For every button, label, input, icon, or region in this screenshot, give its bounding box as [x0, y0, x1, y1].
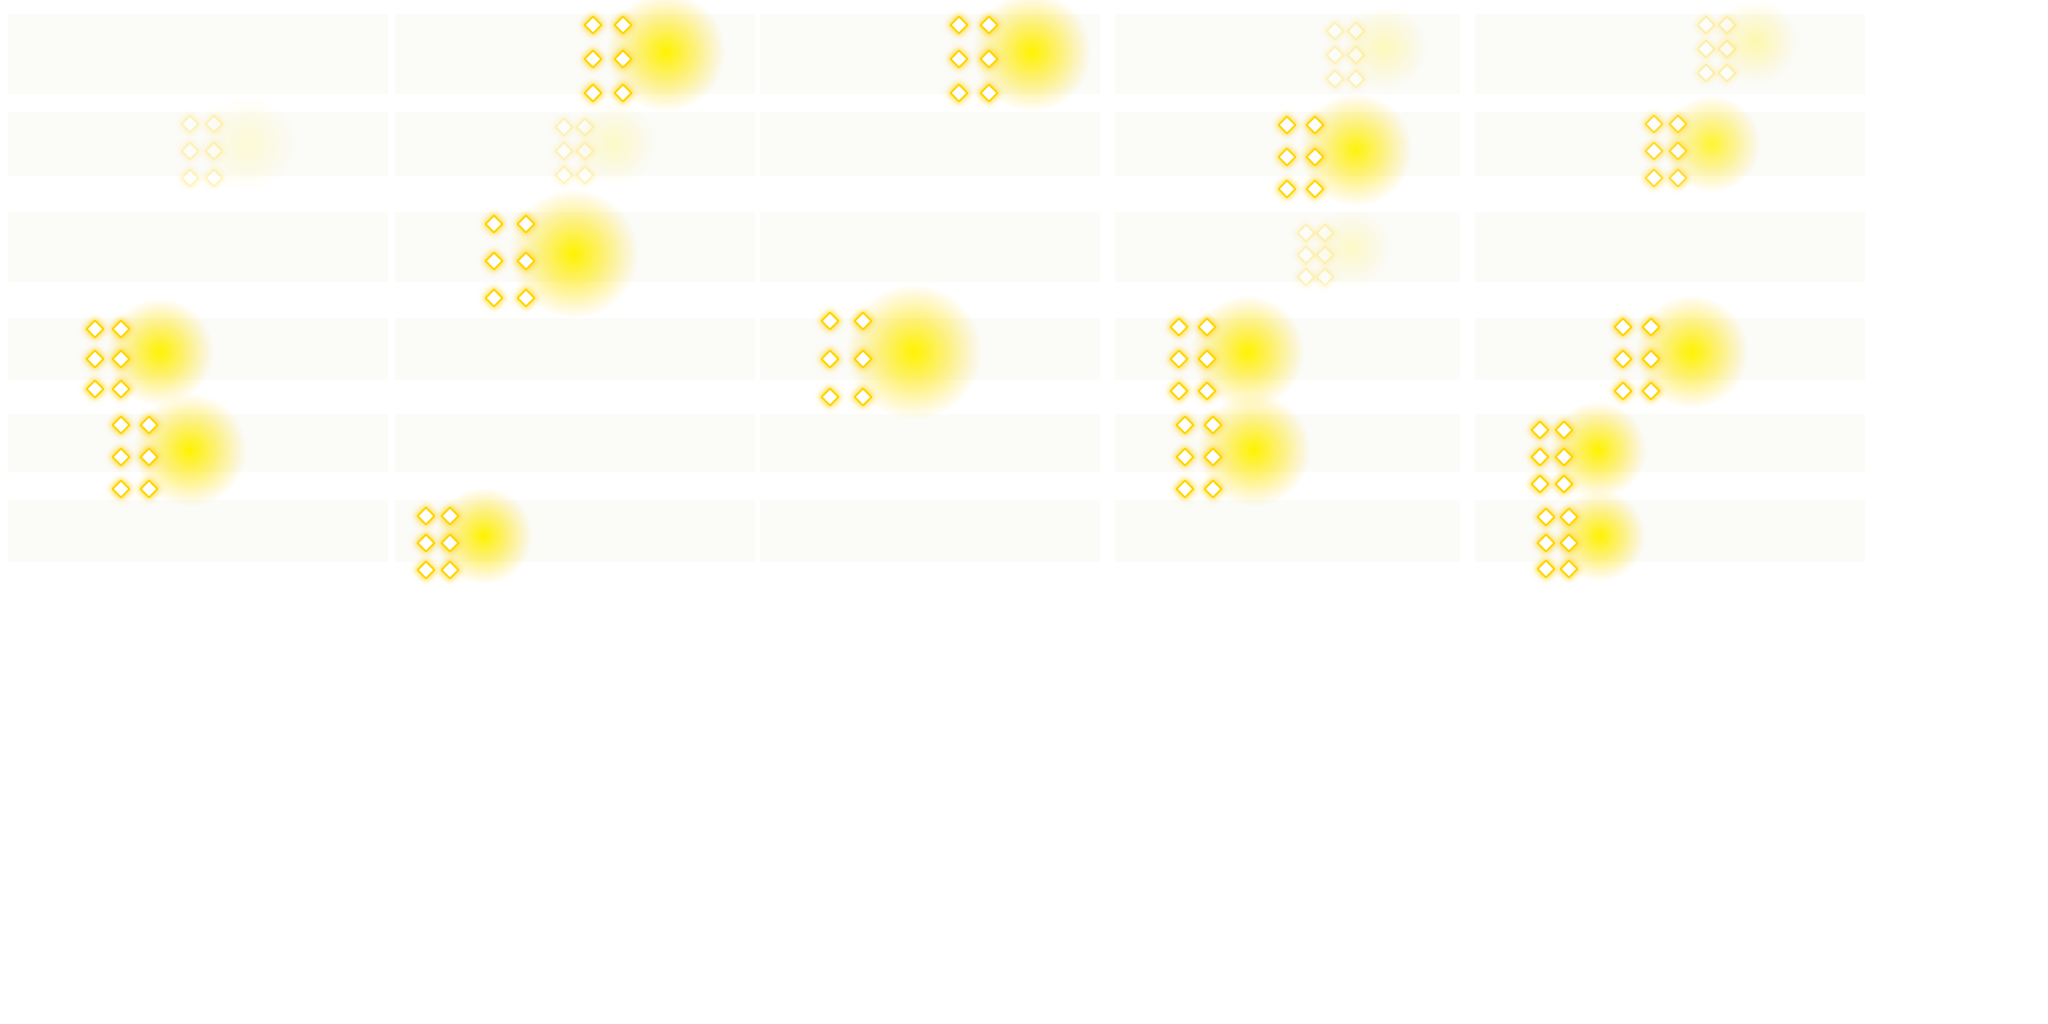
background-block — [1115, 212, 1460, 282]
sparkle-icon — [1613, 381, 1633, 401]
background-block — [760, 500, 1100, 562]
sparkle-burst — [1312, 208, 1392, 288]
sparkle-icon — [416, 560, 437, 581]
background-block — [1475, 414, 1865, 472]
background-block — [1475, 212, 1865, 282]
sparkle-icon — [1169, 381, 1189, 401]
background-block — [1475, 14, 1865, 94]
background-block — [8, 212, 388, 282]
sparkle-icon — [819, 387, 840, 408]
background-block — [760, 212, 1100, 282]
background-block — [1115, 14, 1460, 94]
sparkle-icon — [1277, 179, 1297, 199]
background-block — [1115, 500, 1460, 562]
sparkle-icon — [1530, 474, 1551, 495]
background-block — [760, 112, 1100, 176]
background-block — [395, 112, 755, 176]
sparkle-burst — [1343, 6, 1427, 90]
sparkle-icon — [111, 479, 131, 499]
sparkle-burst — [1714, 0, 1798, 84]
background-block — [8, 112, 388, 176]
sparkle-icon — [483, 287, 504, 308]
background-block — [395, 414, 755, 472]
sparkle-burst — [572, 102, 656, 186]
background-block — [395, 318, 755, 380]
background-block — [8, 500, 388, 562]
sparkle-icon — [84, 379, 105, 400]
sparkle-burst — [200, 96, 296, 192]
background-block — [1475, 500, 1865, 562]
background-block — [760, 414, 1100, 472]
sparkle-icon — [1175, 479, 1195, 499]
background-block — [8, 14, 388, 94]
